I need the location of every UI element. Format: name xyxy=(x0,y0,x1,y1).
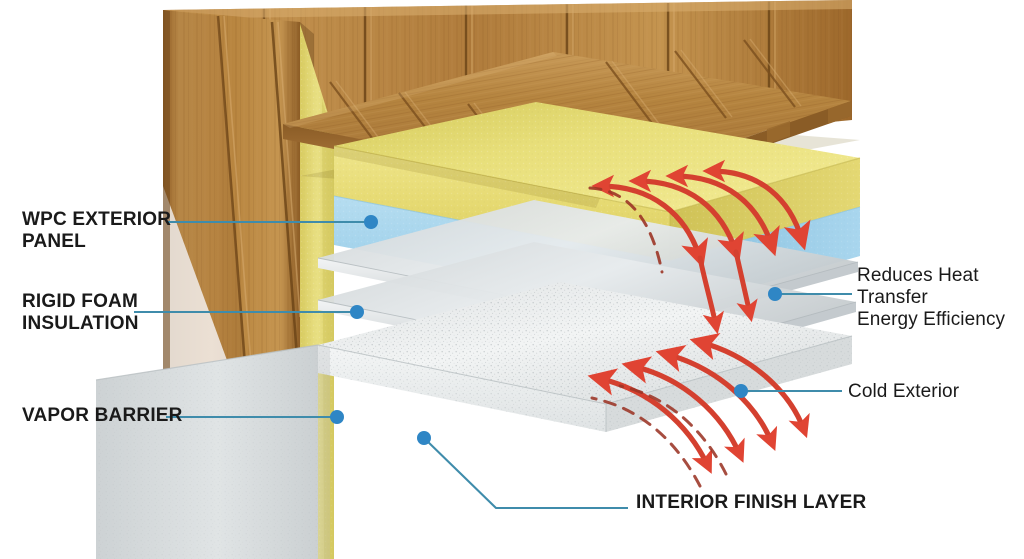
label-rigid-foam-insulation: RIGID FOAM INSULATION xyxy=(22,291,139,335)
anchor-dot-vapor-barrier xyxy=(330,410,344,424)
leader-lines xyxy=(134,220,852,510)
anchor-dot-wpc-exterior-panel xyxy=(364,215,378,229)
heat-flow-lower xyxy=(587,333,810,474)
label-vapor-barrier: VAPOR BARRIER xyxy=(22,405,183,426)
anchor-dot-interior-finish-layer xyxy=(417,431,431,445)
leader-anchor-dots xyxy=(330,215,782,445)
label-reduces-heat-transfer: Reduces Heat Transfer Energy Efficiency xyxy=(857,265,1006,331)
label-wpc-exterior-panel: WPC EXTERIOR PANEL xyxy=(22,209,172,253)
heat-flow-lower-dashed xyxy=(590,384,728,488)
label-cold-exterior: Cold Exterior xyxy=(848,381,960,402)
heat-flow-upper-dashed xyxy=(588,186,664,274)
label-interior-finish-layer: INTERIOR FINISH LAYER xyxy=(636,492,867,513)
heat-flow-upper xyxy=(591,159,811,269)
heat-flow-upper-lower-tier xyxy=(697,249,758,335)
anchor-dot-rigid-foam-insulation xyxy=(350,305,364,319)
leader-interior-finish-layer xyxy=(423,437,628,510)
anchor-dot-reduces-heat-transfer xyxy=(768,287,782,301)
anchor-dot-cold-exterior xyxy=(734,384,748,398)
